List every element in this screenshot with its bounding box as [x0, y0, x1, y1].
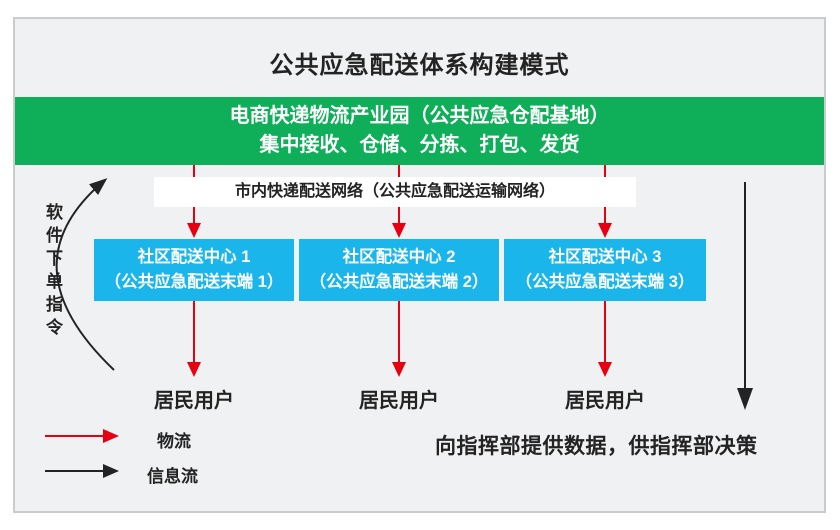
page-title: 公共应急配送体系构建模式	[269, 52, 570, 79]
legend-information-label: 信息流	[147, 467, 198, 486]
logistics-arrowhead-bottom-2	[392, 362, 406, 377]
hub-line1: 电商快递物流产业园（公共应急仓配基地）	[229, 105, 610, 127]
community-center-box-1: 社区配送中心 1 （公共应急配送末端 1）	[94, 239, 294, 301]
legend-information-arrowhead	[103, 464, 119, 478]
resident-user-label-2: 居民用户	[359, 390, 439, 412]
resident-user-label-3: 居民用户	[565, 390, 645, 412]
network-box: 市内快递配送网络（公共应急配送运输网络）	[154, 177, 636, 207]
center-3-line2: （公共应急配送末端 3）	[515, 273, 695, 291]
logistics-arrowhead-top-2	[392, 223, 406, 238]
legend-logistics-arrowhead	[103, 429, 119, 443]
logistics-arrow-line-bottom-1	[193, 301, 195, 362]
center-3-line1: 社区配送中心 3	[548, 248, 662, 266]
logistics-arrow-line-bottom-2	[398, 301, 400, 362]
legend-information-arrow-line	[45, 470, 103, 472]
center-1-line1: 社区配送中心 1	[137, 248, 251, 266]
community-center-box-2: 社区配送中心 2 （公共应急配送末端 2）	[299, 239, 499, 301]
legend-logistics-label: 物流	[157, 432, 191, 451]
logistics-arrow-line-bottom-3	[604, 301, 606, 362]
information-arrowhead-right	[737, 388, 753, 410]
diagram-panel: 公共应急配送体系构建模式 电商快递物流产业园（公共应急仓配基地） 集中接收、仓储…	[13, 17, 826, 513]
order-flow-label: 软件下单指令	[43, 203, 62, 341]
logistics-arrowhead-bottom-1	[187, 362, 201, 377]
hub-banner: 电商快递物流产业园（公共应急仓配基地） 集中接收、仓储、分拣、打包、发货	[15, 97, 824, 165]
logistics-arrowhead-top-1	[187, 223, 201, 238]
community-center-box-3: 社区配送中心 3 （公共应急配送末端 3）	[504, 239, 706, 301]
hub-line2: 集中接收、仓储、分拣、打包、发货	[259, 134, 580, 156]
center-1-line2: （公共应急配送末端 1）	[104, 273, 284, 291]
logistics-arrowhead-top-3	[598, 223, 612, 238]
center-2-line1: 社区配送中心 2	[342, 248, 456, 266]
resident-user-label-1: 居民用户	[154, 390, 234, 412]
order-flow-curved-arrow	[55, 178, 115, 371]
legend-logistics-arrow-line	[45, 435, 103, 437]
center-2-line2: （公共应急配送末端 2）	[309, 273, 489, 291]
information-arrow-line-right	[744, 182, 746, 389]
command-note: 向指挥部提供数据，供指挥部决策	[435, 435, 758, 458]
logistics-arrowhead-bottom-3	[598, 362, 612, 377]
